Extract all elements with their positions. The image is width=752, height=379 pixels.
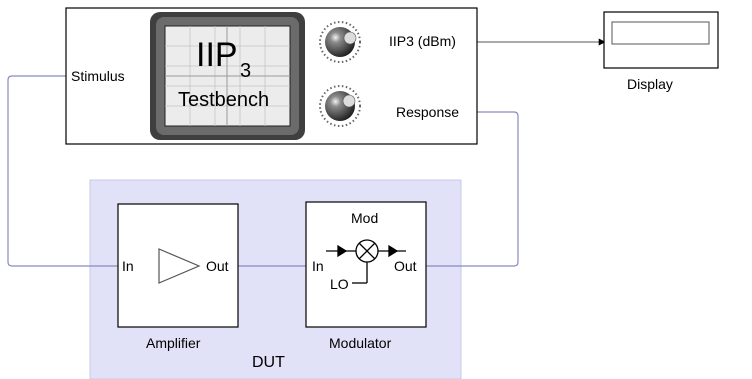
testbench-subtitle: Testbench bbox=[178, 89, 269, 111]
signal-lines bbox=[7, 75, 519, 267]
knob-bottom-icon bbox=[319, 85, 361, 127]
modulator-block[interactable]: Mod In Out LO Modulator bbox=[305, 201, 427, 351]
modulator-port-out: Out bbox=[394, 258, 417, 274]
amplifier-triangle-icon bbox=[158, 248, 201, 284]
testbench-title: IIP bbox=[196, 36, 238, 74]
mixer-icon bbox=[326, 239, 406, 284]
testbench-title-subscript: 3 bbox=[240, 60, 251, 82]
testbench-block[interactable]: IIP 3 Testbench Stimulus IIP3 (dBm) Resp… bbox=[65, 7, 478, 145]
amplifier-block[interactable]: In Out Amplifier bbox=[117, 203, 239, 351]
amplifier-label: Amplifier bbox=[146, 335, 201, 351]
scope-icon bbox=[150, 12, 305, 140]
modulator-label: Modulator bbox=[329, 335, 392, 351]
port-stimulus-label: Stimulus bbox=[71, 68, 125, 84]
amplifier-port-in: In bbox=[122, 258, 134, 274]
port-iip3-label: IIP3 (dBm) bbox=[389, 33, 456, 49]
display-block[interactable]: Display bbox=[603, 11, 719, 92]
knob-top-icon bbox=[319, 21, 361, 63]
display-label: Display bbox=[627, 76, 673, 92]
port-response-label: Response bbox=[396, 104, 459, 120]
dut-label: DUT bbox=[252, 354, 285, 371]
line-stimulus-to-amplifier[interactable] bbox=[7, 75, 118, 267]
line-modulator-to-response[interactable] bbox=[426, 111, 519, 267]
amplifier-port-out: Out bbox=[206, 258, 229, 274]
modulator-title: Mod bbox=[351, 210, 378, 226]
modulator-port-in: In bbox=[312, 258, 324, 274]
modulator-port-lo: LO bbox=[330, 276, 349, 292]
display-value-box bbox=[611, 21, 710, 45]
